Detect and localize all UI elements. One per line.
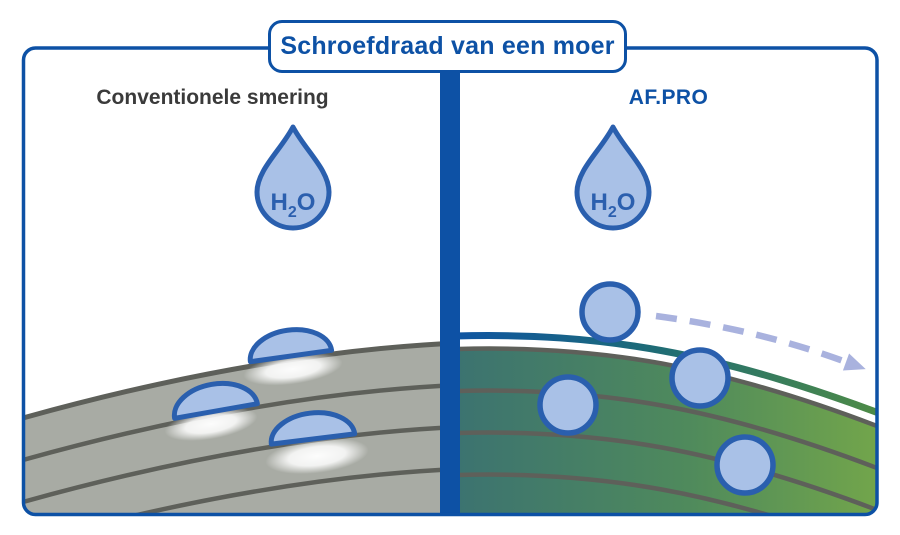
water-bead-icon [171,380,260,421]
water-bead-icon [247,327,335,365]
thread-line [457,430,876,513]
water-drop-icon: H2O [254,124,332,231]
right-panel-label: AF.PRO [628,86,709,109]
thread-line [457,388,876,471]
diagram-title: Schroefdraad van een moer [280,32,615,60]
divider-bar [440,49,460,514]
water-ball-icon [579,281,641,343]
water-ball-icon [714,434,776,496]
thread-line [25,382,459,463]
h2o-label: H2O [271,189,316,221]
green-surface-edge [457,346,876,429]
thread-line [25,424,459,505]
thread-line [25,466,459,514]
water-drop-icon: H2O [574,124,652,231]
coating-layer [454,332,876,419]
water-bead-icon [268,410,358,447]
title-box: Schroefdraad van een moer [268,20,627,73]
h2o-label: H2O [591,189,636,221]
wet-spot [265,437,369,475]
flow-arrowhead-icon [842,353,866,371]
thread-line [457,472,876,514]
flow-arrow-icon [655,312,848,366]
gray-surface-edge [25,340,459,421]
water-ball-icon [537,374,599,436]
water-ball-icon [669,347,731,409]
left-panel-label: Conventionele smering [96,86,329,109]
